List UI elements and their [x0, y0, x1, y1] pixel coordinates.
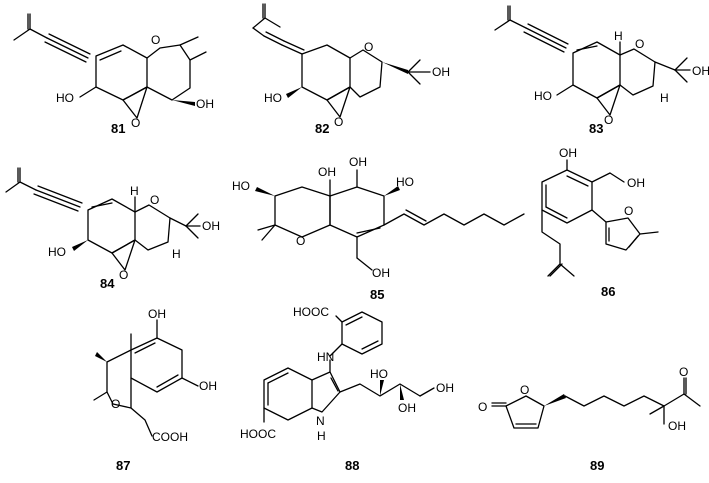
atom-label: O	[150, 193, 159, 207]
atom-label: OH	[318, 165, 336, 179]
atom-label: O	[679, 365, 688, 379]
compound-81: O HO OH O 81	[13, 13, 214, 136]
atom-label: HO	[396, 175, 414, 189]
compound-84: H O OH HO O H 84	[5, 167, 220, 291]
compound-89: O O O OH 89	[478, 365, 701, 473]
compound-number: 88	[345, 458, 359, 473]
atom-label: O	[131, 116, 140, 130]
compound-83: H O OH HO O H 83	[494, 5, 709, 136]
atom-label: H	[317, 429, 326, 443]
atom-label: OH	[196, 97, 214, 111]
compound-85: HO OH OH HO O OH 85	[232, 155, 525, 302]
atom-label: H	[130, 184, 139, 198]
compound-number: 86	[601, 284, 615, 299]
compound-number: 83	[589, 121, 603, 136]
atom-label: OH	[668, 419, 686, 433]
compound-82: O OH HO O 82	[252, 3, 450, 136]
atom-label: COOH	[152, 430, 188, 444]
atom-label: OH	[148, 307, 166, 321]
atom-label: HOOC	[293, 305, 329, 319]
compound-number: 87	[116, 458, 130, 473]
atom-label: OH	[349, 155, 367, 169]
atom-label: H	[172, 247, 181, 261]
atom-label: HO	[534, 89, 552, 103]
atom-label: OH	[199, 379, 217, 393]
compound-87: OH OH O COOH 87	[93, 307, 217, 473]
atom-label: O	[334, 115, 343, 129]
atom-label: HO	[48, 245, 66, 259]
atom-label: OH	[372, 266, 390, 280]
atom-label: O	[635, 37, 644, 51]
atom-label: O	[604, 113, 613, 127]
atom-label: HO	[56, 91, 74, 105]
atom-label: H	[614, 29, 623, 43]
compound-number: 84	[100, 276, 115, 291]
compound-88: HOOC HN HO OH OH HOOC N H 88	[240, 305, 454, 473]
atom-label: OH	[202, 219, 220, 233]
atom-label: O	[119, 268, 128, 282]
compound-number: 89	[590, 458, 604, 473]
atom-label: OH	[692, 64, 709, 78]
compound-number: 81	[111, 121, 125, 136]
atom-label: OH	[559, 146, 577, 160]
atom-label: HO	[232, 179, 250, 193]
atom-label: O	[478, 400, 487, 414]
compound-number: 82	[315, 121, 329, 136]
atom-label: HOOC	[240, 427, 276, 441]
atom-label: OH	[398, 401, 416, 415]
compound-number: 85	[370, 287, 384, 302]
atom-label: HO	[370, 367, 388, 381]
atom-label: O	[364, 40, 373, 54]
atom-label: O	[624, 204, 633, 218]
atom-label: OH	[436, 381, 454, 395]
atom-label: N	[316, 414, 325, 428]
atom-label: HN	[317, 350, 334, 364]
atom-label: HO	[264, 91, 282, 105]
atom-label: O	[111, 397, 120, 411]
atom-label: O	[520, 383, 529, 397]
atom-label: OH	[432, 65, 450, 79]
atom-label: H	[660, 91, 669, 105]
atom-label: O	[296, 234, 305, 248]
compound-86: OH OH O 86	[541, 146, 659, 299]
atom-label: O	[151, 33, 160, 47]
atom-label: OH	[627, 176, 645, 190]
